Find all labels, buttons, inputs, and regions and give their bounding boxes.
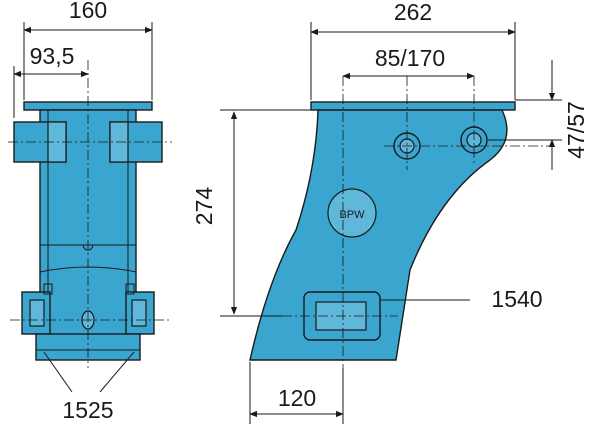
dim-47-57: 47/57 xyxy=(563,101,589,159)
dim-120: 120 xyxy=(278,385,316,411)
label-1540: 1540 xyxy=(491,286,542,312)
right-top-plate xyxy=(310,101,516,111)
dim-85-170: 85/170 xyxy=(375,45,445,71)
label-1525: 1525 xyxy=(62,397,113,423)
right-view: BPW xyxy=(249,76,552,368)
bpw-logo: BPW xyxy=(327,188,377,238)
left-view xyxy=(8,60,172,393)
dim-160: 160 xyxy=(69,0,107,23)
left-dimensions xyxy=(13,22,153,118)
svg-text:BPW: BPW xyxy=(339,209,365,221)
right-dimensions xyxy=(220,22,562,424)
dim-262: 262 xyxy=(394,0,432,25)
dim-274: 274 xyxy=(191,187,217,226)
dim-93-5: 93,5 xyxy=(30,43,75,69)
